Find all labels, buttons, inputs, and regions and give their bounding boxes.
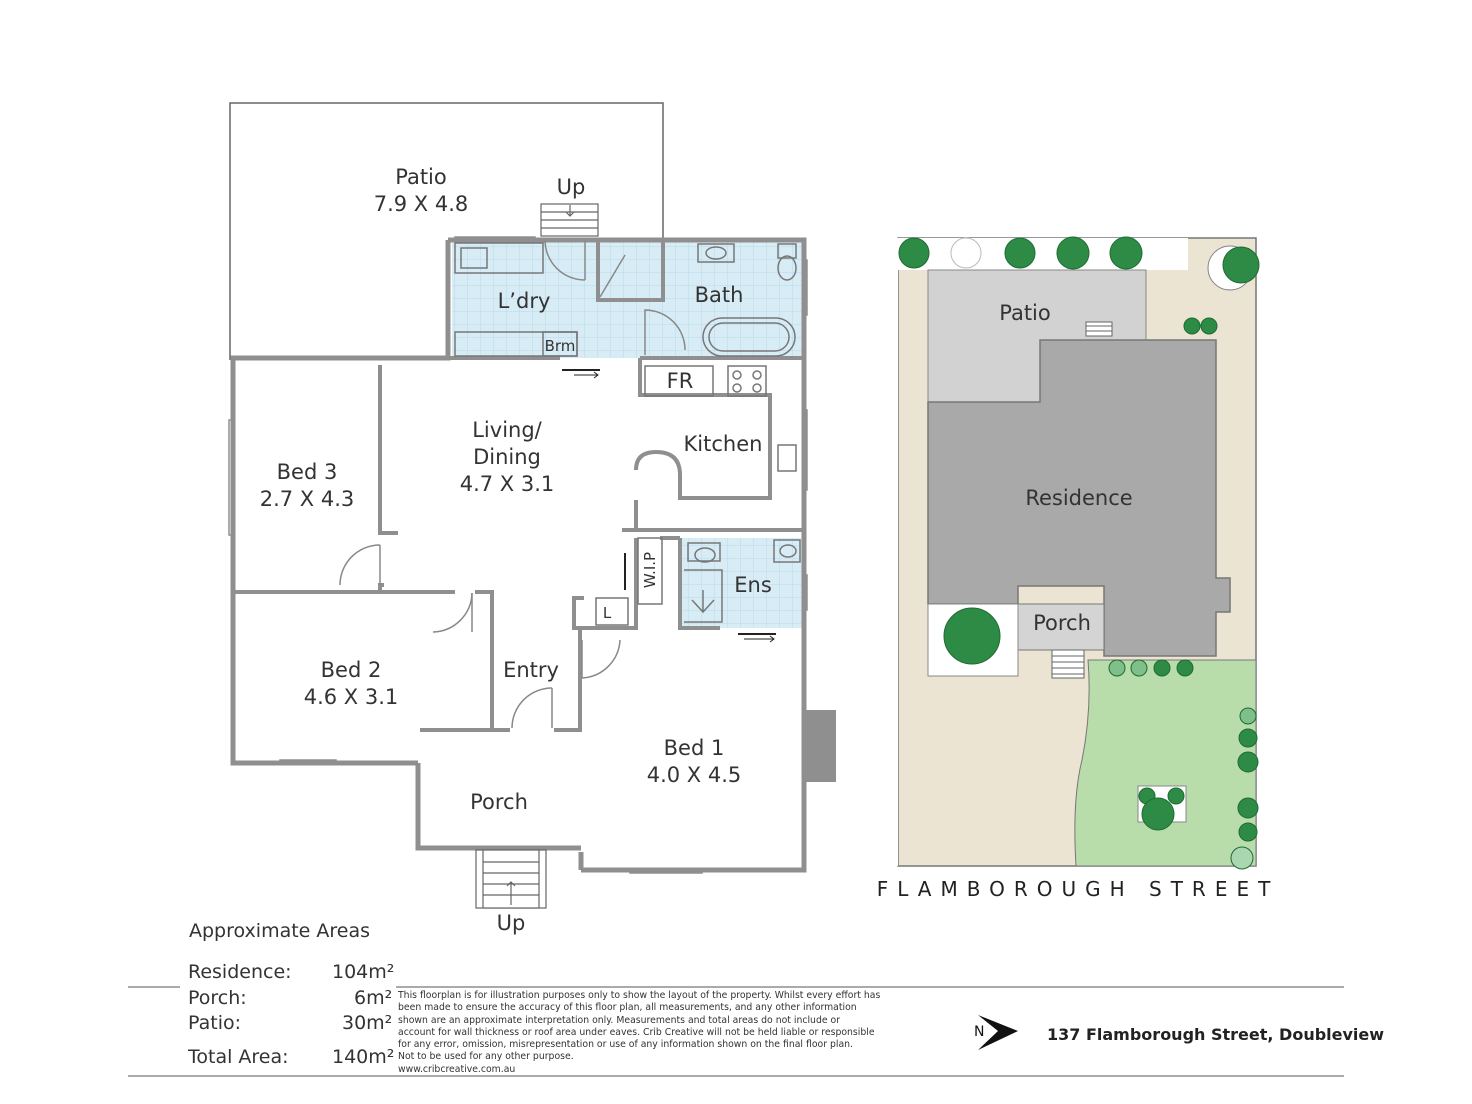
living-label-2: Dining [473, 445, 541, 469]
site-residence-label: Residence [1025, 486, 1132, 510]
disclaimer-line: Not to be used for any other purpose. [398, 1051, 574, 1063]
footer-rules [128, 986, 1344, 1077]
patio-size: 7.9 X 4.8 [374, 192, 469, 216]
fridge-label: FR [667, 369, 694, 393]
windows [228, 236, 808, 874]
disclaimer-line: This floorplan is for illustration purpo… [398, 990, 881, 1001]
site-residence [927, 339, 1231, 657]
linen-label: L [603, 604, 612, 622]
bed3-size: 2.7 X 4.3 [260, 487, 355, 511]
disclaimer-line: account for wall thickness or roof area … [398, 1026, 875, 1038]
floor-plan: Patio 7.9 X 4.8 Up L’dry Brm Bath FR Liv… [228, 102, 836, 935]
laundry-label: L’dry [498, 289, 551, 313]
bed1-label: Bed 1 [664, 736, 725, 760]
sliding-doors [562, 369, 776, 635]
disclaimer-line: for any error, omission, misrepresentati… [398, 1039, 854, 1051]
site-porch-label: Porch [1033, 611, 1091, 635]
area-value-porch: 6m² [354, 987, 393, 1009]
broom-label: Brm [545, 337, 576, 355]
bath-label: Bath [695, 283, 744, 307]
fixtures [454, 242, 801, 626]
site-labels: Patio Residence Porch FLAMBOROUGH STREET [877, 301, 1280, 901]
bed3-label: Bed 3 [277, 460, 338, 484]
chimney [806, 710, 836, 782]
area-label-patio: Patio: [188, 1012, 242, 1034]
area-label-residence: Residence: [188, 961, 292, 983]
doors [339, 239, 686, 729]
disclaimer-line: shown are an approximate interpretation … [398, 1014, 841, 1026]
lawn [1074, 659, 1257, 867]
website-link[interactable]: www.cribcreative.com.au [398, 1063, 516, 1075]
disclaimer: This floorplan is for illustration purpo… [398, 990, 908, 1076]
living-label-1: Living/ [472, 418, 542, 442]
property-address: 137 Flamborough Street, Doubleview [1047, 1025, 1385, 1044]
trees [898, 236, 1260, 870]
front-steps [475, 849, 547, 909]
laundry-tiles [452, 240, 600, 358]
site-patio-label: Patio [999, 301, 1051, 325]
patio-outline [229, 102, 664, 360]
street-name: FLAMBOROUGH STREET [877, 877, 1280, 901]
ensuite-tiles [680, 538, 804, 628]
disclaimer-line: been made to ensure the accuracy of this… [398, 1002, 857, 1014]
living-size: 4.7 X 3.1 [460, 472, 555, 496]
bed2-label: Bed 2 [321, 658, 382, 682]
bed1-size: 4.0 X 4.5 [647, 763, 742, 787]
interior-walls [233, 240, 804, 732]
site-plan: Patio Residence Porch FLAMBOROUGH STREET [877, 236, 1280, 901]
entry-label: Entry [503, 658, 559, 682]
area-value-patio: 30m² [342, 1012, 393, 1034]
areas-heading: Approximate Areas [189, 920, 371, 942]
compass-icon: N [974, 1015, 1018, 1050]
area-label-porch: Porch: [188, 987, 247, 1009]
garden-bed-top [888, 238, 1188, 270]
room-labels: Patio 7.9 X 4.8 Up L’dry Brm Bath FR Liv… [260, 165, 772, 935]
area-label-total: Total Area: [188, 1046, 289, 1068]
wip-label: W.I.P [641, 552, 659, 588]
bed2-size: 4.6 X 3.1 [304, 685, 399, 709]
kitchen-label: Kitchen [684, 432, 763, 456]
ensuite-label: Ens [734, 573, 772, 597]
site-steps [1051, 321, 1113, 679]
compass-label: N [974, 1024, 984, 1040]
area-value-total: 140m² [332, 1046, 395, 1068]
front-up-label: Up [497, 911, 526, 935]
area-value-residence: 104m² [332, 961, 395, 983]
rear-steps [540, 203, 599, 237]
rear-up-label: Up [557, 175, 586, 199]
patio-label: Patio [395, 165, 447, 189]
porch-label: Porch [470, 790, 528, 814]
exterior-walls [230, 237, 807, 873]
